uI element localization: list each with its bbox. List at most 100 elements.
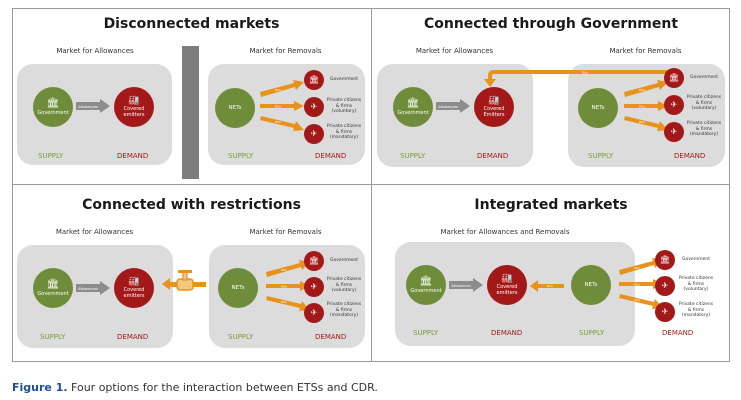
ru-flow-arrows: RUs RUs RUs [619, 258, 663, 309]
plane-building-icon: ✈ [661, 307, 669, 317]
government-label: Government [37, 110, 69, 116]
supply-label: SUPPLY [400, 152, 426, 160]
buyer-government-label: Government [689, 75, 719, 80]
allowances-arrow: Allowances [76, 99, 110, 113]
factory-icon: 🏭 [128, 95, 140, 106]
covered-emitters-label: Covered Emitters [483, 106, 505, 119]
supply-label: SUPPLY [413, 329, 439, 337]
separation-wall [182, 46, 199, 179]
svg-text:Allowances: Allowances [438, 105, 458, 109]
buyer-mandatory: ✈ [655, 302, 675, 322]
buyer-government-label: Government [329, 77, 359, 82]
buyer-government: 🏛 [664, 68, 684, 88]
quadrant-title: Connected with restrictions [82, 197, 301, 213]
buyer-mandatory: ✈ [304, 124, 324, 144]
bank-icon: 🏛 [659, 255, 671, 265]
supply-label: SUPPLY [228, 152, 254, 160]
government-label: Government [37, 291, 69, 297]
supply-label: SUPPLY [38, 152, 64, 160]
svg-text:Allowances: Allowances [78, 287, 98, 291]
ru-flow-arrows: RUs RUs RUs [624, 80, 668, 131]
ru-arrow-mandatory [260, 116, 304, 131]
valve-icon [162, 270, 206, 291]
government-label: Government [397, 110, 429, 116]
svg-text:RUs: RUs [281, 300, 287, 304]
svg-text:Allowances: Allowances [451, 284, 471, 288]
nets-supplier: NETs [578, 88, 618, 128]
factory-icon: 🏭 [488, 95, 500, 106]
bank-icon: 🏛 [46, 279, 60, 290]
allowances-arrow: Allowances [76, 281, 110, 295]
buyer-government: 🏛 [655, 250, 675, 270]
svg-text:RUs: RUs [634, 283, 640, 287]
covered-emitters-label: Covered emitters [123, 287, 145, 300]
demand-label: DEMAND [674, 152, 706, 160]
buyer-voluntary: ✈ [655, 276, 675, 296]
allowances-arrow: Allowances [449, 278, 483, 292]
ru-government-to-emitters-arrow: RUs [484, 70, 678, 87]
market-label-removals: Market for Removals [609, 47, 682, 55]
bank-icon: 🏛 [46, 98, 60, 109]
horizontal-divider [12, 184, 730, 185]
plane-building-icon: ✈ [661, 281, 669, 291]
market-label-allowances: Market for Allowances [56, 47, 134, 55]
ru-nets-to-emitters-arrow: RUs [530, 280, 564, 292]
buyer-voluntary: ✈ [664, 95, 684, 115]
nets-label: NETs [591, 104, 605, 111]
plane-building-icon: ✈ [670, 127, 678, 137]
buyer-voluntary-label: Private citizens & firms (voluntary) [686, 95, 722, 112]
buyer-government: 🏛 [304, 251, 324, 271]
market-label-allowances: Market for Allowances [55, 228, 134, 236]
svg-text:RUs: RUs [275, 88, 281, 92]
demand-label: DEMAND [315, 152, 347, 160]
svg-text:RUs: RUs [639, 88, 645, 92]
ru-flow-arrows: RUs RUs RUs [266, 260, 310, 311]
government-label: Government [410, 288, 442, 294]
government-supplier: 🏛 Government [393, 87, 433, 127]
plane-building-icon: ✈ [670, 100, 678, 110]
market-label-integrated: Market for Allowances and Removals [440, 228, 570, 236]
government-supplier: 🏛 Government [33, 87, 73, 127]
svg-text:RUs: RUs [639, 120, 645, 124]
svg-text:RUs: RUs [281, 268, 287, 272]
government-supplier: 🏛 Government [33, 268, 73, 308]
plane-building-icon: ✈ [310, 129, 318, 139]
bank-icon: 🏛 [406, 98, 420, 109]
demand-label: DEMAND [477, 152, 509, 160]
nets-supplier: NETs [218, 268, 258, 308]
buyer-voluntary: ✈ [304, 97, 324, 117]
covered-emitters-label: Covered emitters [123, 106, 145, 119]
nets-supplier: NETs [215, 88, 255, 128]
demand-label: DEMAND [491, 329, 523, 337]
buyer-voluntary-label: Private citizens & firms (voluntary) [678, 276, 714, 293]
buyer-mandatory-label: Private citizens & firms (mandatory) [326, 302, 362, 319]
quadrant-title: Connected through Government [423, 16, 679, 32]
quadrant-title: Disconnected markets [103, 16, 280, 32]
government-supplier: 🏛 Government [406, 265, 446, 305]
figure-label: Figure 1. [12, 381, 68, 394]
buyer-mandatory-label: Private citizens & firms (mandatory) [326, 124, 362, 141]
buyer-mandatory: ✈ [664, 122, 684, 142]
buyer-government-label: Government [681, 257, 711, 262]
market-label-removals: Market for Removals [249, 228, 322, 236]
buyer-mandatory-label: Private citizens & firms (mandatory) [678, 302, 714, 319]
demand-label: DEMAND [315, 333, 347, 341]
bank-icon: 🏛 [419, 276, 433, 287]
svg-text:RUs: RUs [639, 105, 645, 109]
nets-supplier: NETs [571, 265, 611, 305]
svg-text:RUs: RUs [275, 120, 281, 124]
bank-icon: 🏛 [308, 75, 320, 85]
svg-text:RUs: RUs [281, 285, 287, 289]
svg-text:RUs: RUs [634, 298, 640, 302]
supply-label: SUPPLY [579, 329, 605, 337]
bank-icon: 🏛 [668, 73, 680, 83]
allowances-arrow-label: Allowances [78, 105, 98, 109]
valve-restricted-flow [162, 270, 206, 291]
nets-label: NETs [584, 281, 598, 288]
buyer-mandatory: ✈ [304, 303, 324, 323]
supply-label: SUPPLY [588, 152, 614, 160]
caption-text: Four options for the interaction between… [71, 381, 378, 394]
svg-text:RUs: RUs [634, 266, 640, 270]
figure-caption: Figure 1. Four options for the interacti… [12, 381, 378, 394]
buyer-voluntary: ✈ [304, 277, 324, 297]
